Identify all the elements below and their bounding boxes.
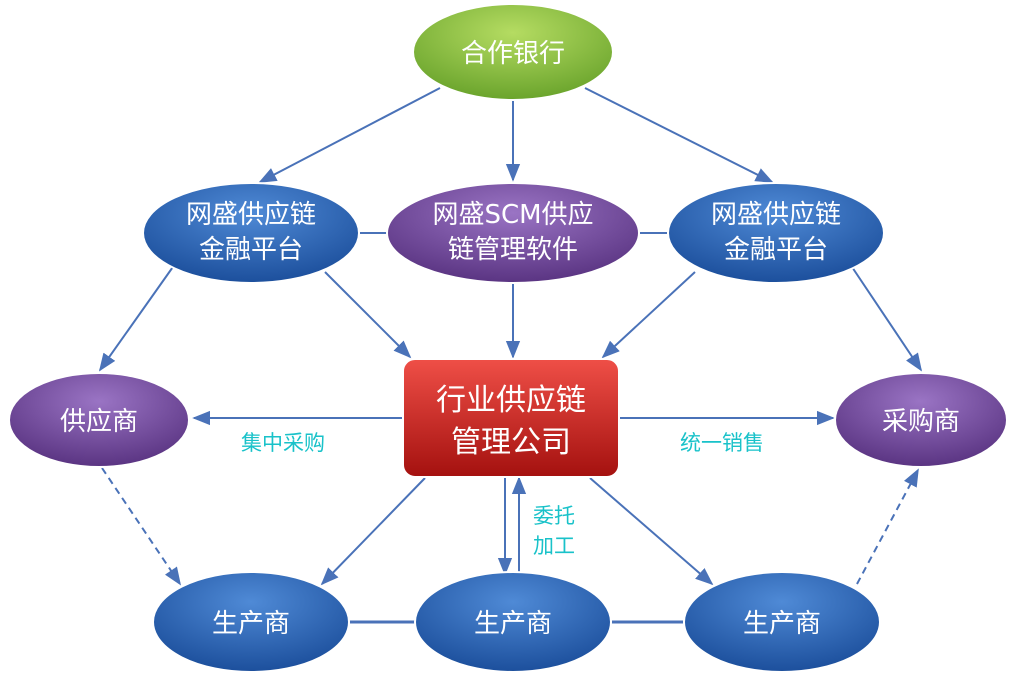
node-producer-mid[interactable]: 生产商 (414, 571, 612, 673)
node-finance-left-line2: 金融平台 (199, 235, 303, 265)
node-scm-line2: 链管理软件 (448, 235, 578, 265)
edge-finance-right-to-center (601, 271, 696, 359)
node-bank[interactable]: 合作银行 (412, 3, 614, 101)
edges (98, 87, 923, 624)
node-finance-right-line1: 网盛供应链 (711, 200, 841, 230)
node-buyer[interactable]: 采购商 (834, 372, 1008, 468)
edge-bank-to-finance-right (584, 87, 774, 183)
node-buyer-label: 采购商 (882, 407, 960, 437)
node-producer-right-label: 生产商 (743, 609, 821, 639)
edge-label-consign-line2: 加工 (533, 534, 575, 558)
node-scm-software[interactable]: 网盛SCM供应 链管理软件 (386, 182, 640, 284)
node-center-line1: 行业供应链 (436, 383, 586, 418)
node-bank-label: 合作银行 (461, 39, 565, 69)
node-center-line2: 管理公司 (451, 425, 571, 460)
node-producer-mid-label: 生产商 (474, 609, 552, 639)
node-supplier-label: 供应商 (60, 407, 138, 437)
node-scm-line1: 网盛SCM供应 (432, 200, 593, 230)
edge-finance-left-to-supplier (98, 263, 176, 372)
edge-center-to-producer-right (589, 477, 714, 586)
edge-finance-right-to-buyer (849, 263, 923, 372)
node-finance-right-line2: 金融平台 (724, 235, 828, 265)
node-finance-platform-left[interactable]: 网盛供应链 金融平台 (142, 182, 360, 284)
node-producer-right[interactable]: 生产商 (683, 571, 881, 673)
node-producer-left-label: 生产商 (212, 609, 290, 639)
edge-producer-right-to-buyer (856, 468, 919, 585)
node-finance-platform-right[interactable]: 网盛供应链 金融平台 (667, 182, 885, 284)
edge-bank-to-finance-left (258, 87, 441, 183)
edge-label-unified-sales: 统一销售 (680, 431, 764, 455)
edge-center-to-producer-left (320, 477, 426, 586)
edge-finance-left-to-center (324, 271, 412, 359)
node-producer-left[interactable]: 生产商 (152, 571, 350, 673)
node-finance-left-line1: 网盛供应链 (186, 200, 316, 230)
edge-supplier-to-producer-left (101, 467, 182, 586)
node-supplier[interactable]: 供应商 (8, 372, 190, 468)
edge-label-consign-line1: 委托 (533, 504, 575, 528)
edge-label-centralized-purchase: 集中采购 (241, 431, 325, 455)
node-supply-chain-company[interactable]: 行业供应链 管理公司 (402, 358, 620, 478)
